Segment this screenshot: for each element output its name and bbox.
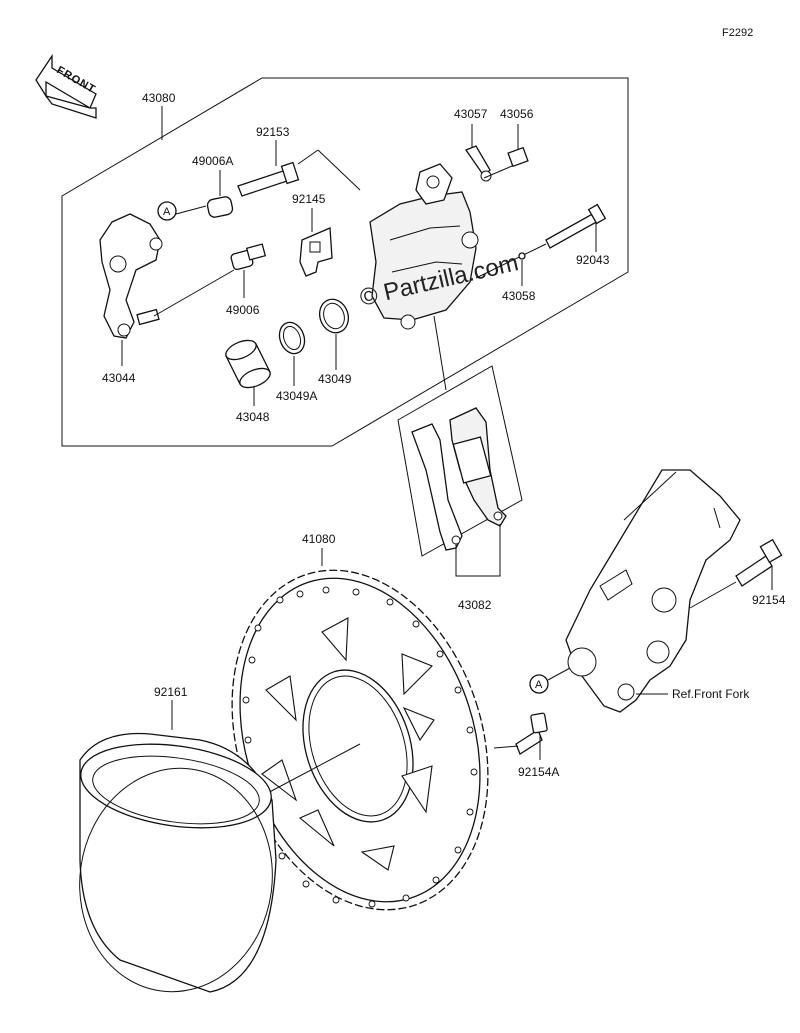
- svg-text:A: A: [163, 206, 171, 218]
- caliper-assembly-frame: [61, 77, 629, 447]
- label-92145: 92145: [292, 192, 326, 206]
- label-43048: 43048: [236, 410, 270, 424]
- front-arrow-icon: FRONT: [35, 53, 98, 119]
- brake-pads-43082: [411, 407, 507, 577]
- seal-43049: [318, 298, 350, 370]
- label-92154: 92154: [752, 593, 786, 607]
- label-43044: 43044: [102, 371, 136, 385]
- label-92154a: 92154A: [518, 765, 559, 779]
- piston-43048: [225, 339, 271, 406]
- figure-code: F2292: [722, 27, 753, 39]
- label-41080: 41080: [302, 532, 336, 546]
- label-43057: 43057: [454, 107, 488, 121]
- label-43082: 43082: [458, 598, 492, 612]
- clip-92145: [299, 208, 333, 277]
- pad-link-line: [433, 315, 447, 391]
- front-fork-leg: [565, 469, 741, 713]
- seal-43058: [518, 252, 526, 286]
- pin-92153: [237, 140, 300, 197]
- reference-marker-a: A: [157, 201, 207, 221]
- reference-marker-a-fork: A: [529, 667, 571, 694]
- label-49006a: 49006A: [192, 154, 233, 168]
- bolt-92154: [689, 538, 783, 609]
- svg-text:A: A: [535, 679, 543, 691]
- caliper-bracket: [99, 213, 163, 339]
- cap-43057: [465, 124, 492, 182]
- bushing-49006a: [206, 170, 234, 218]
- valve-43056: [483, 124, 529, 179]
- label-43049: 43049: [318, 372, 352, 386]
- label-92153: 92153: [256, 125, 290, 139]
- pin-92043: [475, 203, 607, 279]
- brake-pad-frame: [397, 365, 523, 557]
- bolt-92154a: [493, 712, 548, 760]
- label-49006: 49006: [226, 303, 260, 317]
- label-43056: 43056: [500, 107, 534, 121]
- label-43080: 43080: [142, 91, 176, 105]
- caliper-body: [297, 149, 479, 330]
- label-92043: 92043: [576, 253, 610, 267]
- pin-49006: [153, 243, 267, 317]
- ring-92161: [79, 700, 277, 993]
- seal-43049a: [278, 321, 306, 386]
- label-92161: 92161: [154, 685, 188, 699]
- ref-front-fork-label: Ref.Front Fork: [672, 687, 750, 701]
- brake-disc-41080: [231, 548, 489, 911]
- label-43058: 43058: [502, 289, 536, 303]
- label-43049a: 43049A: [276, 389, 317, 403]
